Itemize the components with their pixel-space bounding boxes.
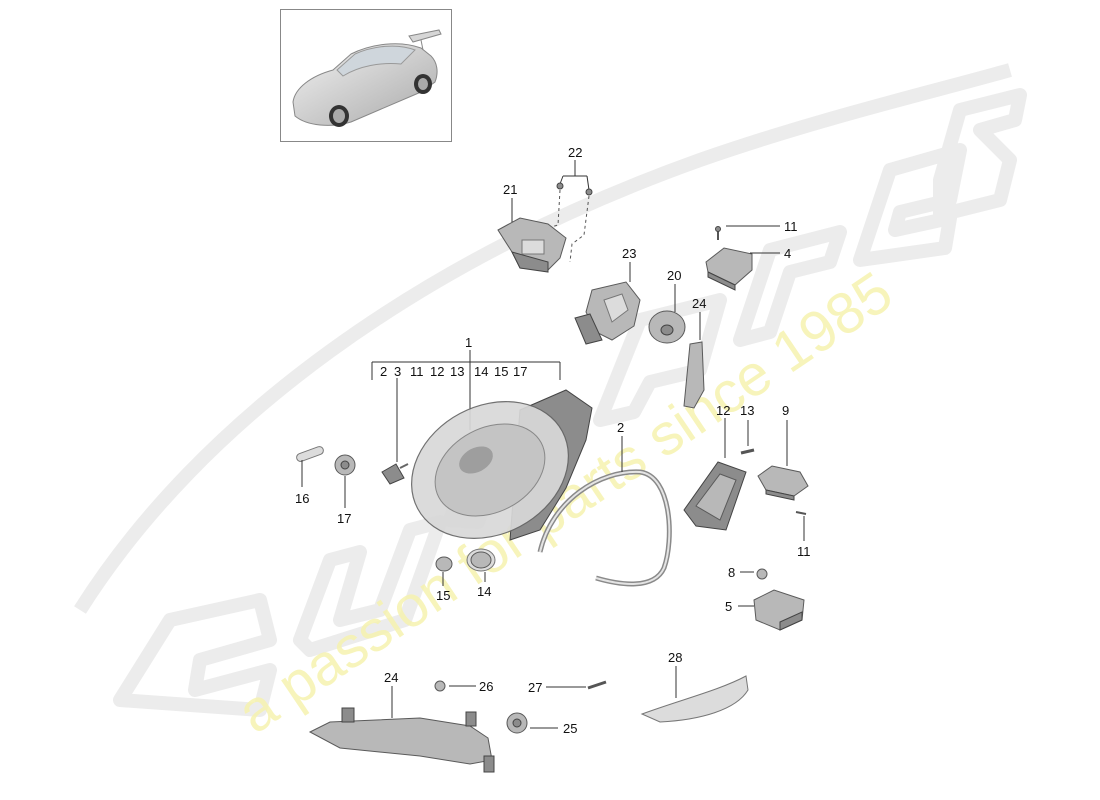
callout-13: 13 — [740, 403, 754, 418]
part-9-module — [757, 420, 809, 501]
part-21-screws — [534, 160, 593, 263]
callout-14: 14 — [477, 584, 491, 599]
part-8-nut — [740, 568, 768, 580]
part-2-trim-ring — [537, 436, 672, 587]
part-22-mount — [574, 262, 641, 345]
callout-11-lower: 11 — [797, 544, 811, 559]
part-19-adjuster — [648, 284, 686, 344]
group-child-3: 3 — [394, 364, 401, 379]
group-child-2: 2 — [380, 364, 387, 379]
callout-23: 24 — [692, 296, 706, 311]
part-11-screw-lower — [795, 511, 807, 541]
callout-26: 26 — [479, 679, 493, 694]
callout-1: 1 — [465, 335, 472, 350]
group-child-17: 17 — [513, 364, 527, 379]
group-child-11: 11 — [410, 364, 424, 379]
callout-17: 17 — [337, 511, 351, 526]
car-thumbnail-icon — [292, 29, 442, 127]
group-child-15: 15 — [494, 364, 508, 379]
callout-16: 16 — [295, 491, 309, 506]
part-15-cap — [435, 556, 453, 586]
group-child-13: 13 — [450, 364, 464, 379]
part-1-headlight — [411, 389, 593, 541]
part-17-socket — [334, 454, 356, 508]
callout-4: 4 — [784, 246, 791, 261]
callout-28: 28 — [668, 650, 682, 665]
part-16-clip — [296, 446, 324, 487]
part-26-nut — [434, 680, 476, 692]
callout-12: 12 — [716, 403, 730, 418]
part-12-housing — [683, 418, 747, 531]
callout-21: 22 — [568, 145, 582, 160]
part-28-lens — [640, 666, 749, 723]
part-11-screw-top — [715, 225, 780, 240]
part-23-duct — [683, 312, 705, 409]
callout-5: 5 — [725, 599, 732, 614]
vehicle-thumbnail-frame — [280, 9, 452, 142]
callout-24: 24 — [384, 670, 398, 685]
callout-20: 21 — [503, 182, 517, 197]
watermark-brand — [74, 63, 1027, 717]
callout-25: 25 — [563, 721, 577, 736]
callout-22: 23 — [622, 246, 636, 261]
group-child-14: 14 — [474, 364, 488, 379]
callout-8: 8 — [728, 565, 735, 580]
part-5-relay-box — [738, 589, 805, 631]
group-child-12: 12 — [430, 364, 444, 379]
part-4-control-unit — [705, 247, 780, 291]
part-3-bulb — [381, 463, 409, 485]
part-25-socket — [506, 712, 558, 734]
part-24-daytime-light — [308, 686, 495, 773]
part-14-cover — [466, 548, 496, 582]
callout-15: 15 — [436, 588, 450, 603]
callout-27: 27 — [528, 680, 542, 695]
part-13-screw — [740, 420, 755, 455]
part-27-bolt — [546, 680, 607, 690]
callout-2: 2 — [617, 420, 624, 435]
callout-9: 9 — [782, 403, 789, 418]
callout-19: 20 — [667, 268, 681, 283]
part-20-bracket — [497, 198, 567, 273]
callout-11-top: 11 — [784, 219, 798, 234]
